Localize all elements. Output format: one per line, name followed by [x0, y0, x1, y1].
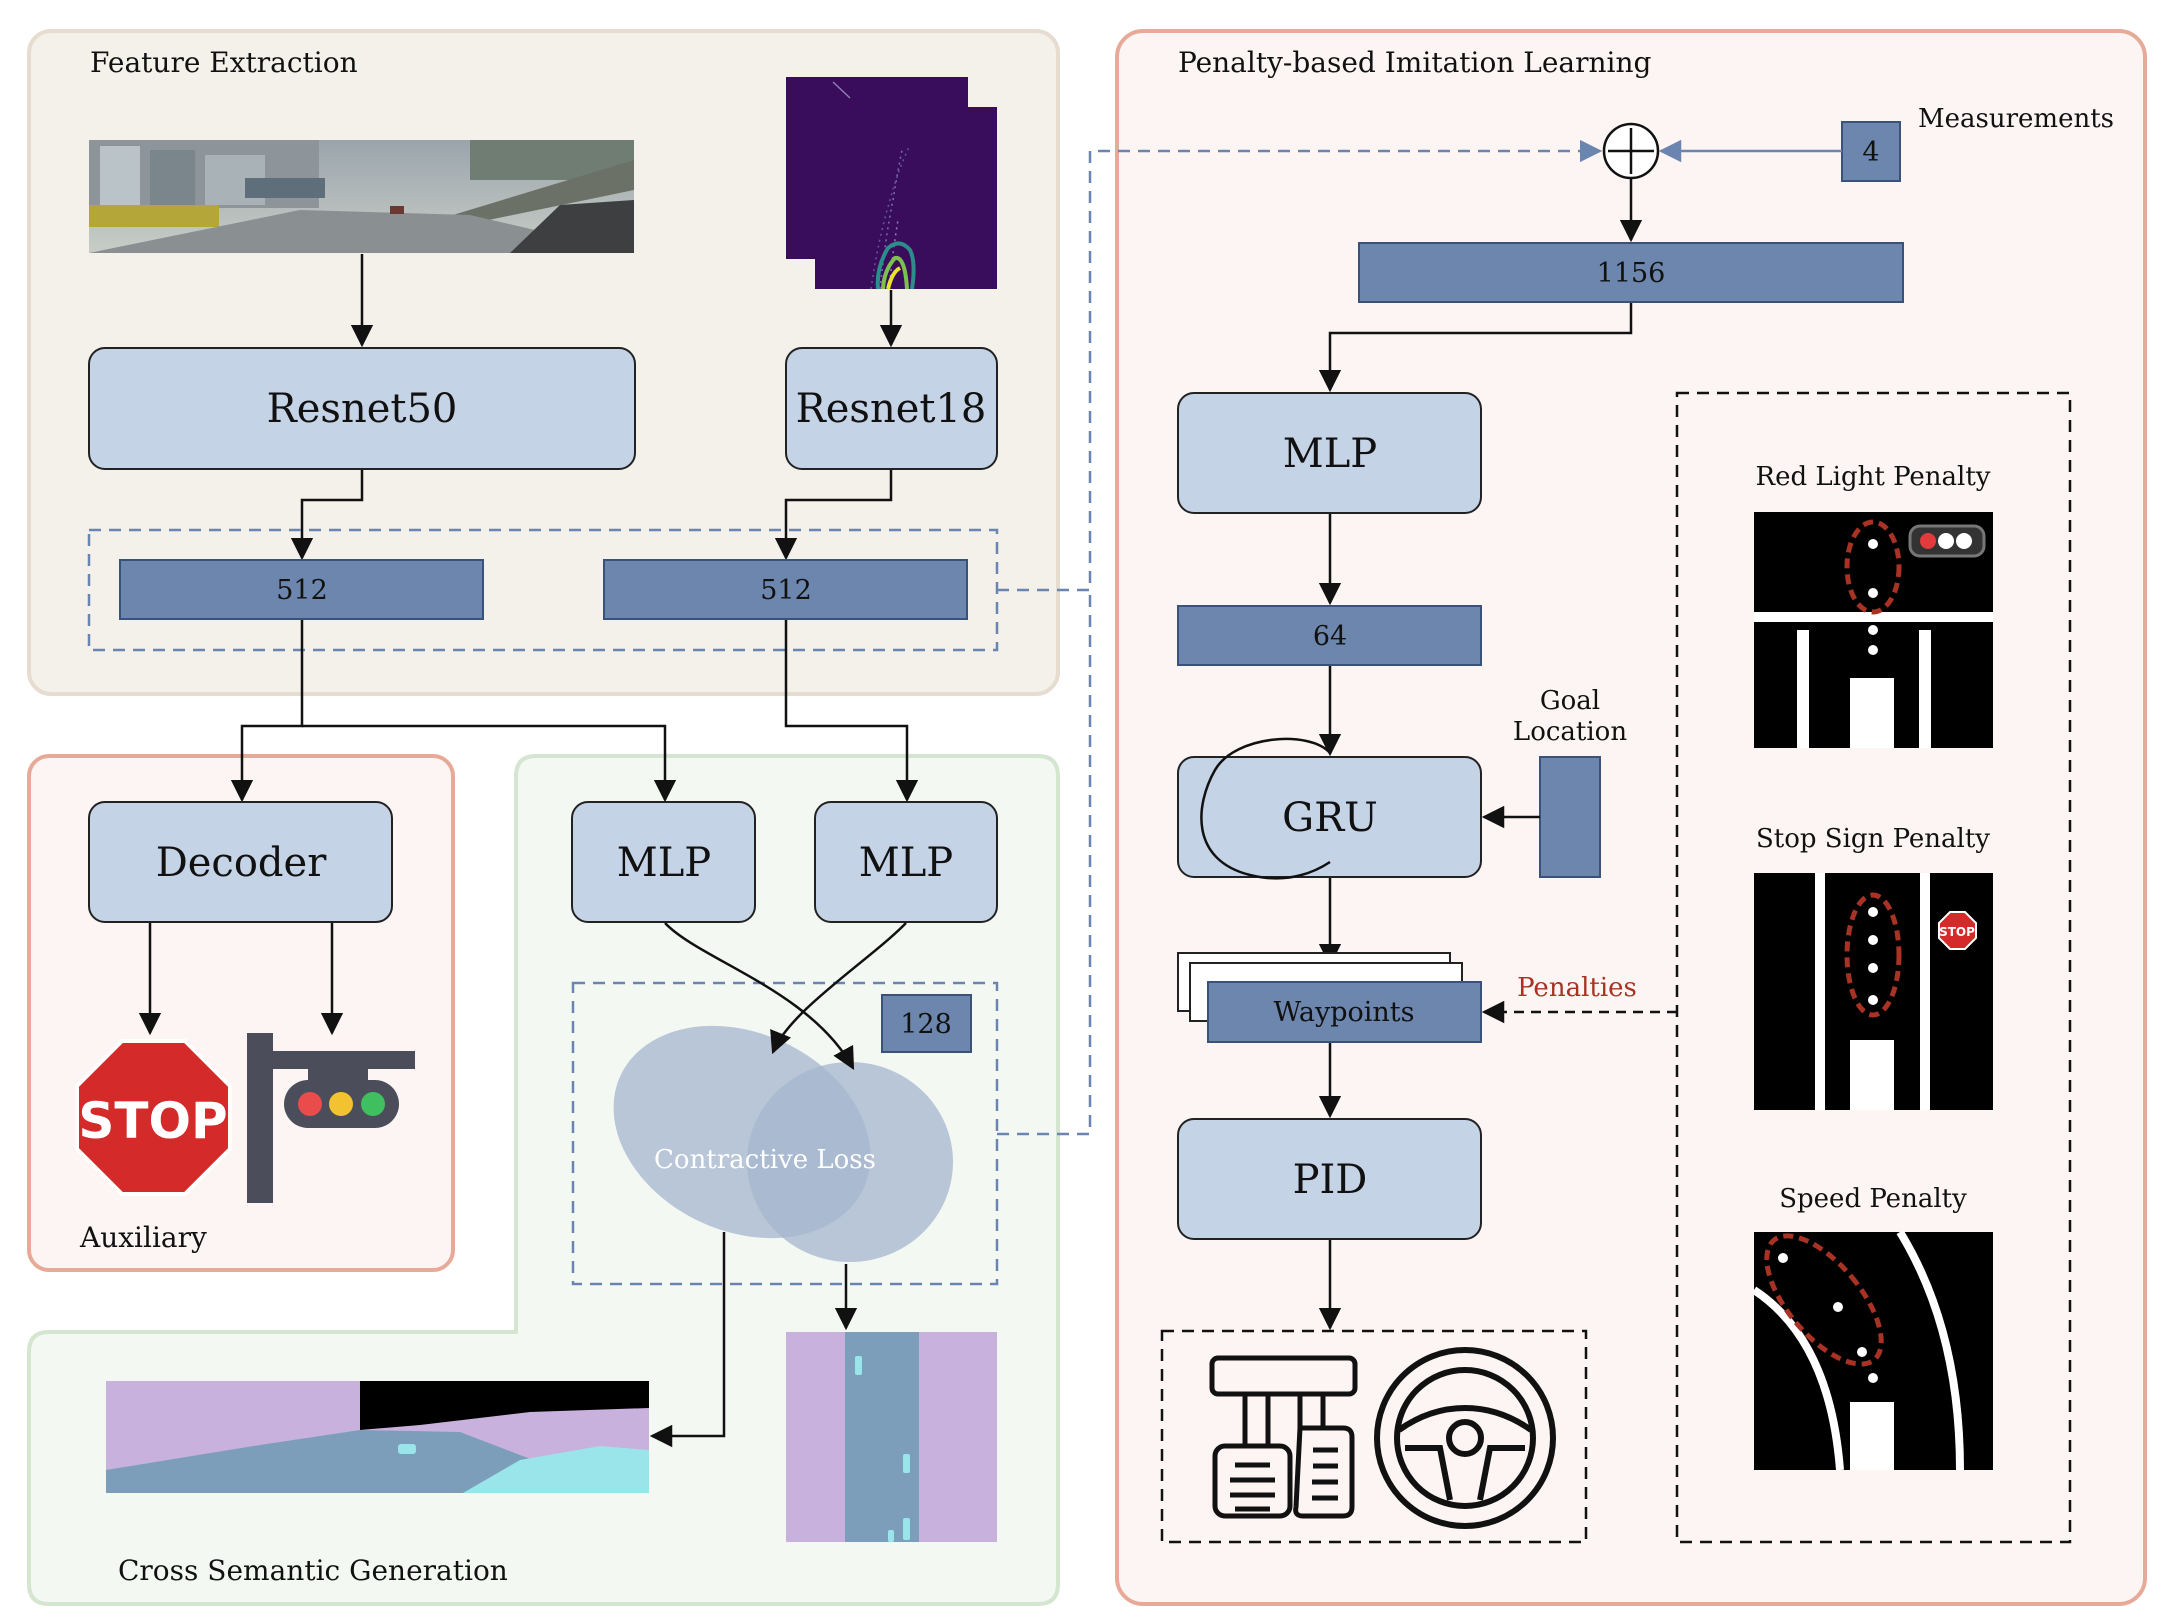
mlp-main-block: MLP [1177, 392, 1482, 514]
feature-512-left: 512 [119, 559, 484, 620]
svg-text:512: 512 [760, 575, 812, 606]
resnet18-block: Resnet18 [785, 347, 998, 470]
svg-text:PID: PID [1293, 1157, 1368, 1203]
red-light-penalty-label: Red Light Penalty [1756, 462, 1991, 492]
feature-extraction-title: Feature Extraction [90, 46, 358, 79]
mlp-left-block: MLP [571, 801, 756, 923]
red-light-penalty-image [1754, 512, 1993, 748]
svg-text:4: 4 [1862, 137, 1879, 168]
resnet50-to-512-arrow [290, 470, 364, 561]
svg-text:Resnet18: Resnet18 [796, 386, 987, 432]
svg-text:64: 64 [1313, 621, 1347, 652]
contractive-to-pil-dashed [997, 590, 1092, 1136]
penalties-dashed-box [1675, 391, 2072, 1544]
mlp-left-cross-arrow [664, 922, 855, 1070]
cross-semantic-title: Cross Semantic Generation [118, 1554, 508, 1587]
steering-wheel-icon [1374, 1347, 1556, 1529]
svg-text:MLP: MLP [617, 840, 711, 886]
feature-64: 64 [1177, 605, 1482, 666]
stop-sign-penalty-image: STOP [1754, 873, 1993, 1110]
svg-text:MLP: MLP [859, 840, 953, 886]
contractive-dashed-box [571, 981, 999, 1286]
feature-128: 128 [881, 994, 972, 1053]
pid-block: PID [1177, 1118, 1482, 1240]
gru-block: GRU [1177, 756, 1482, 878]
left512-to-mlp-arrow [302, 724, 677, 803]
speed-penalty-image [1751, 1229, 1993, 1471]
svg-text:Resnet50: Resnet50 [267, 386, 458, 432]
left512-to-decoder-arrow [230, 620, 304, 803]
waypoints-stack: Waypoints [1177, 952, 1482, 1043]
gru-recurrent-loop [1200, 737, 1331, 880]
camera-image [89, 140, 634, 253]
lidar-images [786, 77, 997, 290]
small-stop-text: STOP [1939, 925, 1975, 939]
auxiliary-title: Auxiliary [79, 1221, 207, 1254]
decoder-block: Decoder [88, 801, 393, 923]
svg-text:512: 512 [276, 575, 328, 606]
f1156-to-mlp-arrow [1318, 303, 1633, 393]
penalties-label: Penalties [1517, 973, 1637, 1003]
front-semantic-image [106, 1381, 649, 1493]
waypoints-label: Waypoints [1273, 997, 1414, 1028]
goal-location-feature [1539, 756, 1601, 878]
right512-to-mlp-arrow [784, 620, 919, 803]
bev-semantic-image [786, 1332, 997, 1542]
pedals-icon [1209, 1355, 1358, 1519]
svg-text:128: 128 [900, 1009, 952, 1040]
resnet50-block: Resnet50 [88, 347, 636, 470]
svg-text:Decoder: Decoder [156, 840, 328, 886]
controls-dashed-box [1160, 1329, 1588, 1544]
contractive-loss-label: Contractive Loss [654, 1145, 876, 1175]
measurements-label: Measurements [1918, 104, 2114, 134]
contractive-loss-ellipses [613, 1025, 953, 1262]
stop-sign-icon: STOP [75, 1039, 232, 1196]
goal-location-label-line1: Goal [1540, 686, 1600, 716]
svg-text:1156: 1156 [1597, 258, 1666, 289]
stop-sign-penalty-label: Stop Sign Penalty [1756, 824, 1990, 854]
penalty-imitation-title: Penalty-based Imitation Learning [1178, 46, 1652, 79]
speed-penalty-label: Speed Penalty [1779, 1184, 1967, 1214]
mlp-right-cross-arrow [770, 922, 907, 1055]
svg-text:GRU: GRU [1282, 795, 1378, 841]
feature-512-right: 512 [603, 559, 968, 620]
traffic-light-icon [247, 1033, 415, 1203]
concat-sum-node [1602, 122, 1660, 180]
feature-1156: 1156 [1358, 242, 1904, 303]
resnet18-to-512-arrow [774, 470, 893, 561]
stop-sign-text: STOP [78, 1092, 227, 1150]
goal-location-label-line2: Location [1513, 717, 1627, 747]
contractive-to-front-seg-arrow [649, 1232, 726, 1448]
measurements-feature: 4 [1841, 121, 1901, 182]
mlp-right-block: MLP [814, 801, 998, 923]
feature-to-concat-dashed-arrow [997, 139, 1603, 592]
svg-text:MLP: MLP [1283, 431, 1377, 477]
